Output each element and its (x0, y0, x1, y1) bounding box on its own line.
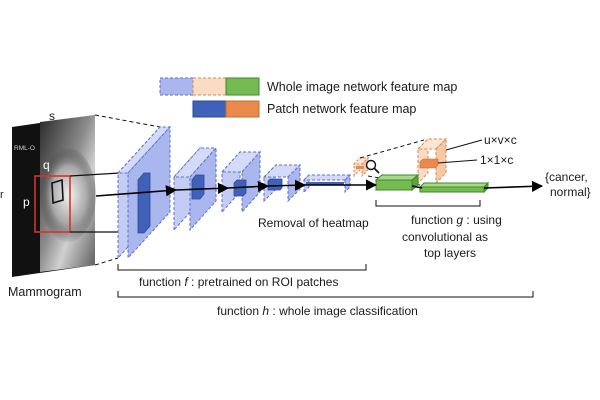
function-g-line3: top layers (424, 246, 476, 260)
green-block-2 (418, 181, 490, 194)
legend-whole-label: Whole image network feature map (267, 80, 457, 94)
green-block-1 (374, 173, 420, 192)
uvc-block (416, 137, 448, 185)
roi-box-p (34, 175, 71, 233)
function-g-line2: convolutional as (402, 230, 488, 244)
feature-map-4 (262, 163, 302, 203)
function-f-label: function f : pretrained on ROI patches (139, 275, 338, 289)
label-r: r (0, 189, 4, 201)
label-p: p (23, 195, 30, 209)
output-label-line2: normal} (550, 185, 591, 199)
output-label-line1: {cancer, (545, 170, 588, 184)
label-q: q (43, 158, 50, 172)
onec-label: 1×1×c (480, 153, 513, 167)
bracket-g (375, 200, 481, 207)
view-tag: RML-O (14, 145, 35, 152)
legend-whole-swatch (159, 77, 260, 96)
bracket-f (117, 264, 367, 271)
feature-map-5 (302, 173, 352, 194)
feature-map-3 (220, 150, 262, 214)
heatmap-block (352, 156, 370, 178)
mammogram-caption: Mammogram (8, 285, 82, 299)
label-s: s (49, 109, 55, 123)
data-flow-arrows (95, 179, 544, 197)
magnifier-icon (365, 159, 380, 174)
onec-leader (437, 159, 478, 164)
removal-label: Removal of heatmap (258, 216, 369, 230)
function-g-line1: function g : using (411, 213, 502, 227)
bracket-h (117, 291, 534, 298)
mammogram-image: RML-O (12, 115, 96, 277)
legend-patch-label: Patch network feature map (267, 102, 416, 116)
legend-patch-swatch (192, 100, 260, 118)
function-h-label: function h : whole image classification (217, 304, 418, 318)
patch-box-q (51, 178, 64, 205)
legend: Whole image network feature map Patch ne… (159, 77, 457, 118)
projection-lines (69, 114, 161, 266)
uvc-leader (445, 139, 483, 151)
uvc-label: u×v×c (484, 133, 517, 147)
